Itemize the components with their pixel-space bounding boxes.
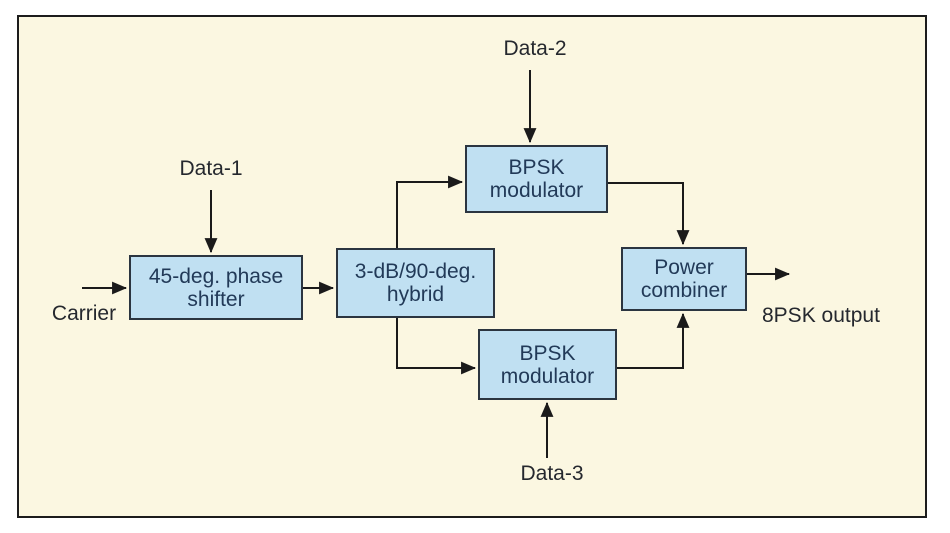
label-data-3: Data-3: [520, 462, 584, 485]
block-power-combiner: Power combiner: [621, 247, 747, 311]
block-hybrid: 3-dB/90-deg. hybrid: [336, 248, 495, 318]
label-8psk-output: 8PSK output: [762, 304, 880, 327]
label-data-2: Data-2: [503, 37, 567, 60]
label-carrier: Carrier: [51, 302, 117, 325]
label-data-1: Data-1: [179, 157, 243, 180]
block-phase-shifter: 45-deg. phase shifter: [129, 255, 303, 320]
block-bpsk-modulator-bottom: BPSK modulator: [478, 329, 617, 400]
block-bpsk-modulator-top: BPSK modulator: [465, 145, 608, 213]
